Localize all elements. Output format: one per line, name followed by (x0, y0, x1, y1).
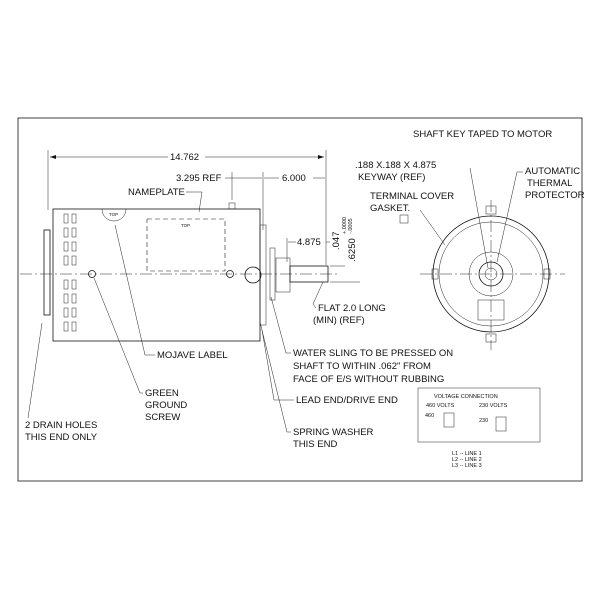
svg-text:SHAFT TO WITHIN .062" FROM: SHAFT TO WITHIN .062" FROM (293, 361, 431, 372)
ref-dimensions: 3.295 REF 6.000 (176, 172, 325, 230)
drawing-border (17, 117, 583, 482)
svg-text:L3 -- LINE 3: L3 -- LINE 3 (452, 463, 482, 469)
shaft-key-note: SHAFT KEY TAPED TO MOTOR (413, 129, 552, 140)
svg-text:THIS END ONLY: THIS END ONLY (25, 432, 98, 443)
svg-text:6.000: 6.000 (282, 173, 306, 184)
top-label: TOP (109, 212, 118, 217)
svg-text:VOLTAGE CONNECTION: VOLTAGE CONNECTION (434, 394, 498, 400)
flat-note: FLAT 2.0 LONG (318, 303, 386, 314)
svg-text:THERMAL: THERMAL (527, 178, 572, 189)
water-sling-note: WATER SLING TO BE PRESSED ON (293, 348, 453, 359)
drain-holes-note: 2 DRAIN HOLES (25, 420, 97, 431)
svg-text:-.0005: -.0005 (348, 218, 354, 234)
voltage-connection-box: VOLTAGE CONNECTION 460 VOLTS 230 VOLTS 4… (417, 387, 541, 469)
spring-washer-note: SPRING WASHER (293, 427, 374, 438)
svg-text:GASKET.: GASKET. (370, 203, 410, 214)
shaft-dimensions: 4.875 .047 .6250 +.0000 -.0005 (286, 217, 360, 283)
svg-text:460 VOLTS: 460 VOLTS (426, 403, 455, 409)
svg-text:PROTECTOR: PROTECTOR (525, 190, 585, 201)
svg-text:3.295 REF: 3.295 REF (176, 173, 222, 184)
svg-text:FACE OF E/S WITHOUT RUBBING: FACE OF E/S WITHOUT RUBBING (293, 374, 444, 385)
keyway-note: .188 X.188 X 4.875 (355, 160, 436, 171)
nameplate-label: NAMEPLATE (128, 187, 185, 198)
terminal-cover-note: TERMINAL COVER (370, 191, 454, 202)
motor-side-view: TOP TOP (20, 202, 340, 342)
svg-text:4.875: 4.875 (297, 237, 321, 248)
thermal-protector-note: AUTOMATIC (525, 166, 580, 177)
svg-text:230: 230 (479, 418, 488, 424)
svg-text:(MIN) (REF): (MIN) (REF) (313, 315, 365, 326)
svg-text:14.762: 14.762 (170, 152, 199, 163)
svg-text:L1 -- LINE 1: L1 -- LINE 1 (452, 451, 482, 457)
motor-end-view (420, 200, 565, 350)
svg-text:230 VOLTS: 230 VOLTS (479, 403, 508, 409)
svg-text:THIS END: THIS END (293, 439, 337, 450)
ground-screw-note: GREEN (145, 388, 179, 399)
lead-end-note: LEAD END/DRIVE END (296, 395, 398, 406)
svg-text:GROUND: GROUND (145, 400, 187, 411)
svg-text:460: 460 (425, 413, 434, 419)
svg-text:.047: .047 (331, 232, 342, 251)
svg-text:SCREW: SCREW (145, 412, 180, 423)
svg-text:KEYWAY (REF): KEYWAY (REF) (358, 172, 425, 183)
nameplate-outline (146, 218, 226, 272)
mojave-label-note: MOJAVE LABEL (157, 350, 228, 361)
overall-length-dimension: 14.762 (47, 150, 327, 265)
svg-text:.6250: .6250 (347, 238, 358, 262)
svg-text:TOP: TOP (181, 223, 190, 228)
svg-text:L2 -- LINE 2: L2 -- LINE 2 (452, 457, 482, 463)
svg-text:+.0000: +.0000 (342, 217, 348, 234)
